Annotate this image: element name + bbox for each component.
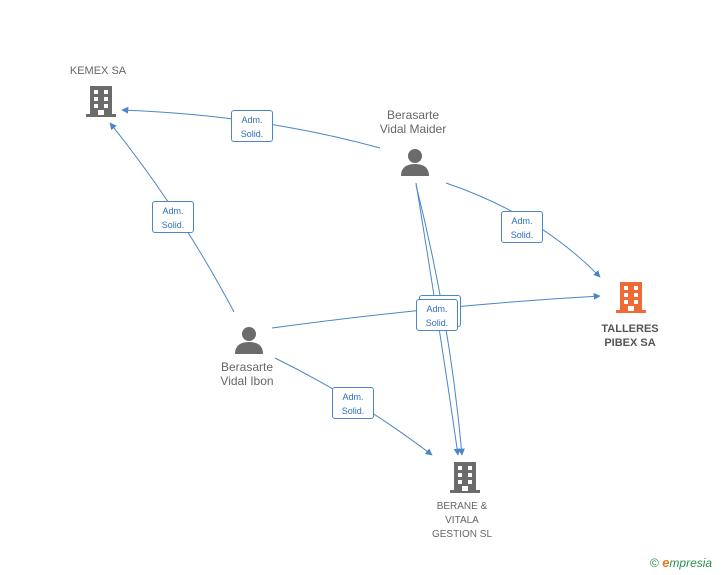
- edge-label-line2: Solid.: [161, 220, 185, 230]
- building-icon: [450, 462, 480, 493]
- company-name: KEMEX SA: [69, 65, 127, 77]
- person-name-line2: Vidal Maider: [379, 122, 447, 136]
- edge-label-line1: Adm.: [241, 115, 263, 125]
- edge-label-line2: Solid.: [240, 129, 264, 139]
- edge-label-line2: Solid.: [341, 406, 365, 416]
- company-label-kemex[interactable]: KEMEX SA: [58, 64, 138, 78]
- company-label-berane[interactable]: BERANE & VITALA GESTION SL: [420, 500, 504, 542]
- person-name-line1: Berasarte: [386, 108, 440, 122]
- edge-label-center[interactable]: Adm. Solid.: [416, 299, 458, 331]
- edge-label-line2: Solid.: [510, 230, 534, 240]
- edge-label-line1: Adm.: [426, 304, 448, 314]
- company-name-line1: TALLERES: [601, 323, 659, 335]
- edge-label-line1: Adm.: [162, 206, 184, 216]
- company-name-line2: VITALA: [445, 515, 479, 526]
- person-name-line2: Vidal Ibon: [220, 374, 274, 388]
- company-label-talleres[interactable]: TALLERES PIBEX SA: [589, 322, 671, 350]
- building-icon: [616, 282, 646, 313]
- building-icon: [86, 86, 116, 117]
- brand-logo: © empresia: [650, 555, 712, 570]
- edge-label-maider-kemex[interactable]: Adm. Solid.: [231, 110, 273, 142]
- company-name-line2: PIBEX SA: [604, 337, 656, 349]
- edge-label-line1: Adm.: [511, 216, 533, 226]
- edge-label-line1: Adm.: [342, 392, 364, 402]
- person-icon: [401, 149, 429, 176]
- person-name-line1: Berasarte: [220, 360, 274, 374]
- edge-label-line2: Solid.: [425, 318, 449, 328]
- edge-label-ibon-berane[interactable]: Adm. Solid.: [332, 387, 374, 419]
- edge-label-maider-talleres[interactable]: Adm. Solid.: [501, 211, 543, 243]
- person-label-ibon[interactable]: Berasarte Vidal Ibon: [203, 360, 291, 388]
- company-name-line1: BERANE &: [436, 501, 488, 512]
- company-name-line3: GESTION SL: [431, 529, 492, 540]
- brand-initial: e: [662, 555, 670, 570]
- person-label-maider[interactable]: Berasarte Vidal Maider: [365, 108, 461, 136]
- copyright-symbol: ©: [650, 556, 659, 570]
- edge-label-ibon-kemex[interactable]: Adm. Solid.: [152, 201, 194, 233]
- brand-name: mpresia: [669, 556, 713, 570]
- person-icon: [235, 327, 263, 354]
